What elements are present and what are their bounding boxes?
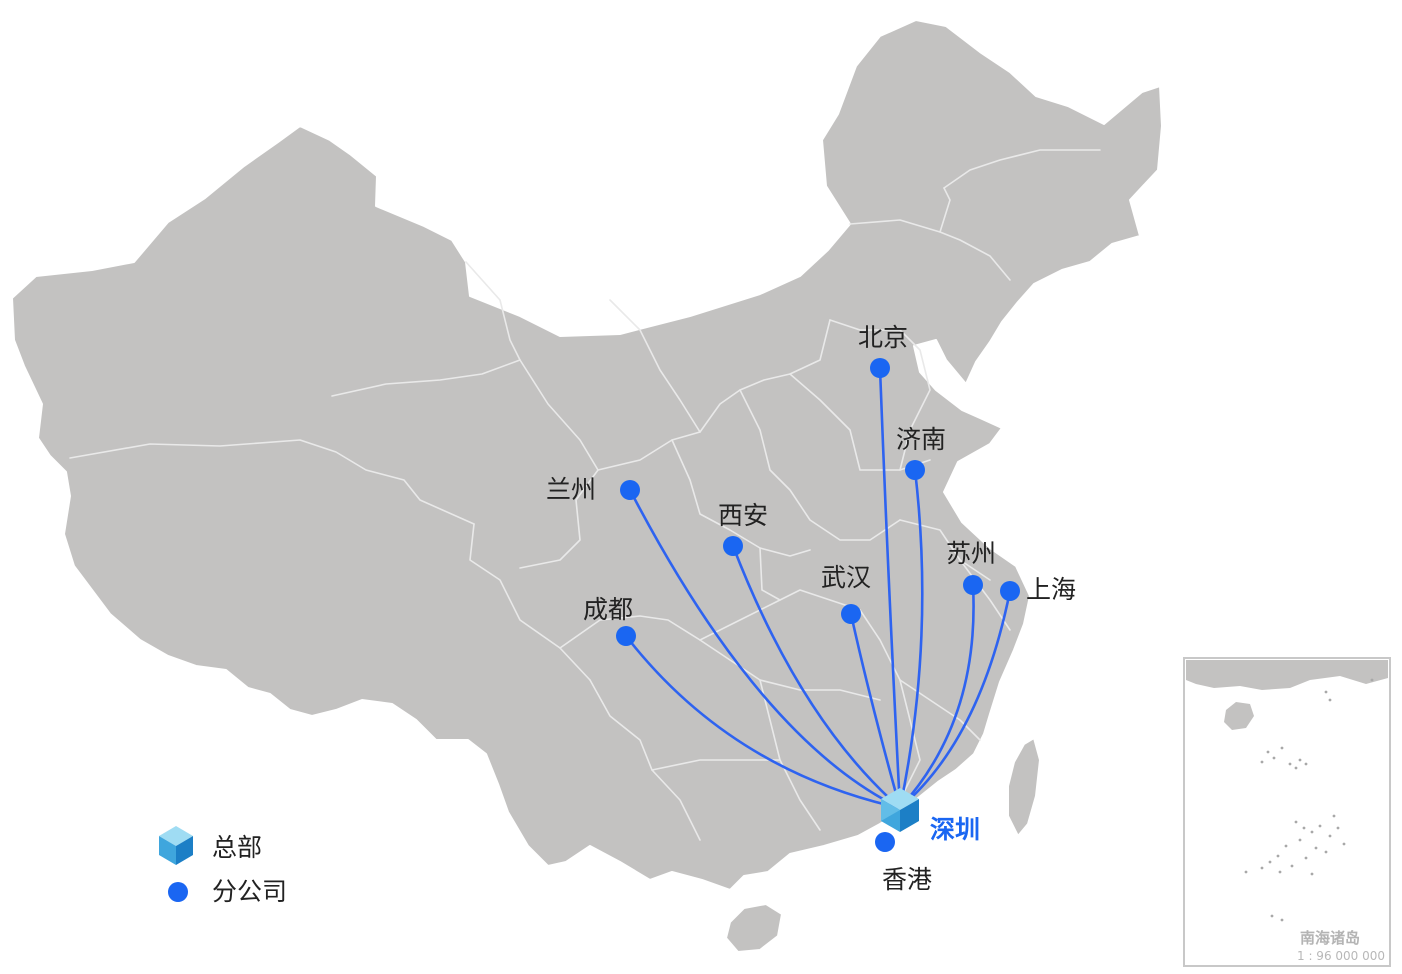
legend-hq-label: 总部 [212, 833, 262, 862]
route-shanghai [898, 589, 1012, 810]
route-jinan [898, 468, 924, 810]
branch-dot-lanzhou[interactable] [620, 480, 640, 500]
city-label-hongkong: 香港 [882, 865, 932, 894]
taiwan-island-shape [1007, 737, 1041, 837]
city-label-lanzhou: 兰州 [546, 475, 596, 504]
city-label-shanghai: 上海 [1026, 575, 1076, 604]
branch-dot-hongkong[interactable] [875, 832, 895, 852]
china-mainland-shape [11, 19, 1163, 891]
south-china-sea-inset: 南海诸岛 1 : 96 000 000 [1183, 657, 1391, 967]
inset-islets [1244, 678, 1374, 922]
city-label-beijing: 北京 [858, 323, 908, 352]
branch-dot-suzhou[interactable] [963, 575, 983, 595]
route-suzhou [898, 583, 975, 810]
legend-branch-label: 分公司 [212, 877, 287, 906]
route-chengdu [624, 634, 902, 810]
branch-dot-shanghai[interactable] [1000, 581, 1020, 601]
branch-dot-wuhan[interactable] [841, 604, 861, 624]
branch-markers [616, 358, 1020, 852]
hq-cube-icon[interactable] [881, 788, 919, 832]
city-label-jinan: 济南 [896, 425, 946, 454]
route-lines [624, 366, 1012, 810]
route-beijing [878, 366, 902, 810]
city-label-suzhou: 苏州 [946, 539, 996, 568]
branch-dot-jinan[interactable] [905, 460, 925, 480]
legend-cube-icon [159, 826, 193, 865]
inset-hainan-shape [1224, 702, 1254, 730]
hq-label-shenzhen: 深圳 [930, 815, 980, 844]
city-label-wuhan: 武汉 [821, 563, 871, 592]
legend-dot-icon [168, 882, 188, 902]
route-xian [731, 544, 902, 810]
branch-dot-beijing[interactable] [870, 358, 890, 378]
hainan-island-shape [725, 903, 783, 953]
legend: 总部 分公司 [159, 826, 287, 906]
branch-dot-xian[interactable] [723, 536, 743, 556]
inset-title: 南海诸岛 [1300, 929, 1360, 947]
route-wuhan [849, 612, 902, 810]
route-lanzhou [628, 488, 902, 810]
inset-mainland-shape [1186, 660, 1388, 690]
city-label-chengdu: 成都 [583, 595, 633, 624]
inset-frame [1183, 657, 1391, 967]
branch-labels: 北京 济南 兰州 西安 武汉 苏州 上海 成都 香港 [546, 323, 1076, 894]
branch-dot-chengdu[interactable] [616, 626, 636, 646]
city-label-xian: 西安 [718, 501, 768, 530]
inset-scale: 1 : 96 000 000 [1297, 949, 1385, 963]
